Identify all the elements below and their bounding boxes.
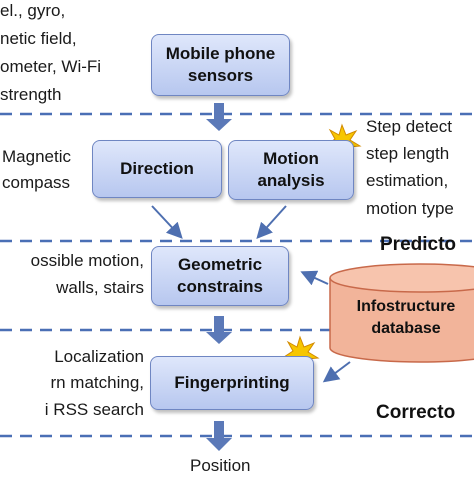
step-note-line-3: estimation,: [366, 171, 449, 190]
block-arrow-1: [206, 103, 232, 131]
geometry-note-line-2: walls, stairs: [56, 278, 144, 297]
arrow-database-to-fingerprinting: [322, 361, 351, 383]
corrector-label: Correcto: [376, 402, 456, 423]
arrow-direction-to-geometric: [151, 205, 183, 239]
arrow-motion-to-geometric: [256, 205, 287, 239]
database-line-1: Infostructure: [356, 298, 456, 315]
sensor-list-line-4: strength: [0, 85, 62, 104]
step-note-line-2: step length: [366, 144, 450, 163]
database-label: Infostructure database: [338, 296, 474, 340]
geometric-constrains-box: Geometric constrains: [151, 246, 289, 306]
step-note-line-4: motion type: [366, 199, 454, 218]
sensor-list-line-3: ometer, Wi-Fi: [0, 57, 102, 76]
compass-note-line-2: compass: [2, 173, 71, 192]
compass-note-line-1: Magnetic: [2, 147, 71, 166]
motion-line-2: analysis: [257, 171, 325, 190]
direction-label: Direction: [120, 159, 194, 178]
localization-note-line-3: i RSS search: [44, 400, 144, 419]
geometric-line-2: constrains: [177, 277, 263, 296]
position-output-label: Position: [190, 456, 251, 475]
sensor-list-line-1: el., gyro,: [0, 1, 66, 20]
localization-note-line-1: Localization: [54, 347, 144, 366]
sensors-line-2: sensors: [187, 66, 254, 85]
block-arrow-2: [206, 316, 232, 344]
predictor-label: Predicto: [380, 234, 457, 255]
mobile-phone-sensors-box: Mobile phone sensors: [151, 34, 290, 96]
step-note-line-1: Step detect: [366, 117, 453, 136]
localization-note-line-2: rn matching,: [50, 373, 144, 392]
fingerprinting-label: Fingerprinting: [174, 373, 290, 392]
block-arrow-3: [206, 421, 232, 451]
motion-analysis-box: Motion analysis: [228, 140, 354, 200]
arrow-database-to-geometric: [300, 270, 329, 286]
motion-line-1: Motion: [263, 149, 319, 168]
sensor-list-line-2: netic field,: [0, 29, 77, 48]
geometry-note-line-1: ossible motion,: [30, 251, 144, 270]
database-line-2: database: [371, 320, 441, 337]
direction-box: Direction: [92, 140, 222, 198]
fingerprinting-box: Fingerprinting: [150, 356, 314, 410]
geometric-line-1: Geometric: [177, 255, 263, 274]
database-cylinder: [329, 263, 474, 363]
sensors-line-1: Mobile phone: [165, 44, 276, 63]
